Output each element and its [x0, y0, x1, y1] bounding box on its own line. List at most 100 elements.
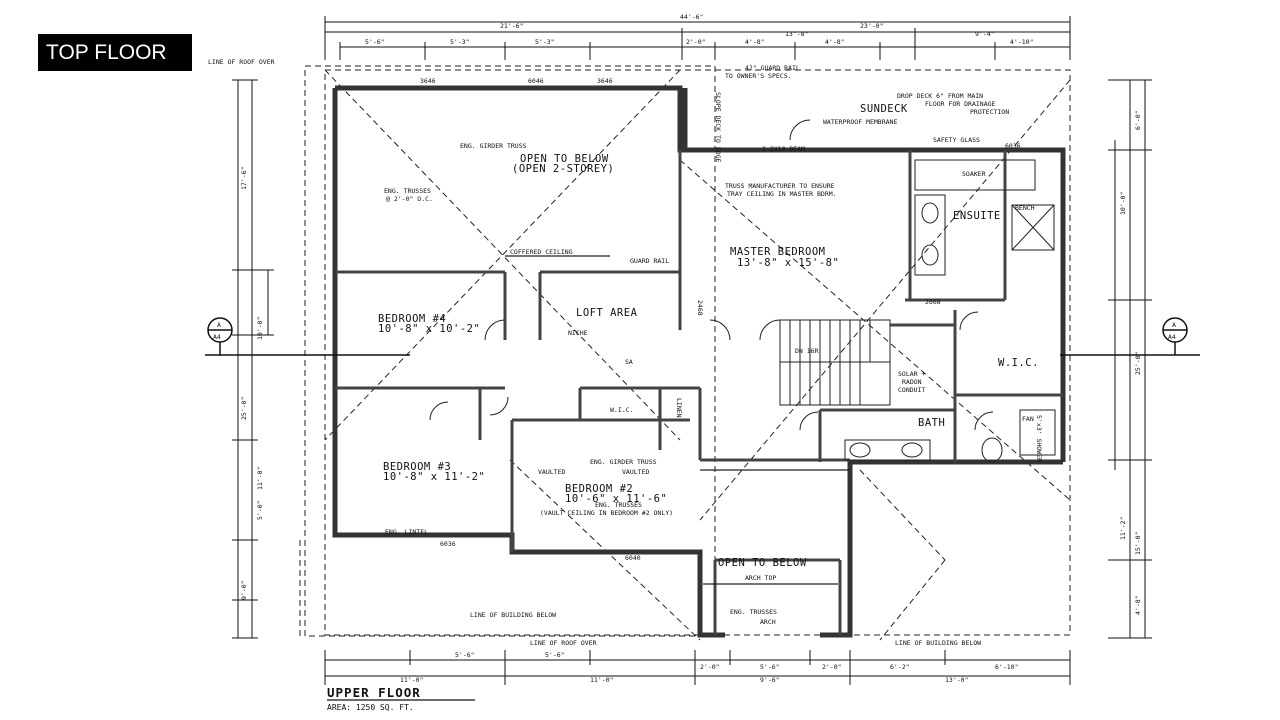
- dim-bottom-1: 5'-6": [545, 651, 565, 659]
- note-sa: SA: [625, 358, 633, 366]
- label-master-bedroom: MASTER BEDROOM: [730, 246, 826, 258]
- note-slope-deck: SLOPE DECK TO EDGE: [714, 92, 722, 163]
- plan-title: UPPER FLOOR: [327, 685, 421, 700]
- note-at-24-oc: @ 2'-0" O.C.: [386, 195, 433, 203]
- note-eng-lintel: ENG. LINTEL: [385, 528, 428, 536]
- label-bedroom4-size: 10'-8" x 10'-2": [378, 323, 480, 335]
- dim-right-0: 6'-0": [1134, 110, 1142, 130]
- dim-bottom-3: 5'-6": [760, 663, 780, 671]
- note-line-of-building-below-right: LINE OF BUILDING BELOW: [895, 639, 981, 647]
- dim-top-3: 2'-0": [686, 38, 706, 46]
- top-dimension-lines: [324, 16, 1071, 60]
- label-master-size: 13'-8" x 15'-8": [737, 257, 839, 269]
- dim-left-3: 11'-0": [256, 467, 264, 490]
- label-wic: W.I.C.: [998, 357, 1039, 369]
- note-arch-top: ARCH TOP: [745, 574, 776, 582]
- dim-right-3: 11'-2": [1119, 517, 1127, 540]
- label-bath: BATH: [918, 417, 945, 429]
- bath-fixtures: [844, 159, 1056, 463]
- section-markers: [205, 317, 1200, 356]
- dim-right-4: 15'-0": [1134, 532, 1142, 555]
- window-tag-5: 2668: [925, 298, 941, 306]
- left-dimension-lines: [232, 79, 274, 639]
- dim-right-span: 23'-0": [860, 22, 883, 30]
- note-niche: NICHE: [568, 329, 588, 337]
- dim-left-span: 21'-6": [500, 22, 523, 30]
- dim-right-1: 10'-0": [1119, 192, 1127, 215]
- note-shower: 5'x3' SHOWER: [1035, 415, 1043, 462]
- dim-top-6: 13'-8": [785, 30, 808, 38]
- dim-bottom-total-3: 13'-0": [945, 676, 968, 684]
- note-beam: 2-2X10 BEAM: [762, 145, 805, 153]
- label-open-to-below-top: OPEN TO BELOW: [520, 153, 609, 165]
- right-dimension-lines: [1108, 79, 1152, 639]
- note-eng-girder-truss: ENG. GIRDER TRUSS: [460, 142, 527, 150]
- dim-bottom-total-1: 11'-0": [590, 676, 613, 684]
- label-conduit: CONDUIT: [898, 386, 925, 394]
- dim-overall: 44'-6": [680, 13, 703, 21]
- dim-bottom-6: 6'-10": [995, 663, 1018, 671]
- dim-bottom-4: 2'-0": [822, 663, 842, 671]
- note-fan: FAN: [1022, 415, 1034, 423]
- section-marker-right-top: A: [1172, 321, 1176, 329]
- note-line-of-roof-over-bottom: LINE OF ROOF OVER: [530, 639, 597, 647]
- dim-top-0: 5'-6": [365, 38, 385, 46]
- note-eng-trusses-bedroom2: ENG. TRUSSES: [595, 501, 642, 509]
- dim-right-2: 25'-0": [1134, 352, 1142, 375]
- label-sundeck: SUNDECK: [860, 103, 908, 115]
- label-bedroom2: BEDROOM #2: [565, 483, 633, 495]
- note-bench: BENCH: [1015, 204, 1035, 212]
- guard-rails: [505, 255, 850, 585]
- note-line-of-building-below: LINE OF BUILDING BELOW: [470, 611, 556, 619]
- section-marker-left-bottom: A4: [213, 333, 221, 341]
- note-arch: ARCH: [760, 618, 776, 626]
- note-guard-rail-loft: GUARD RAIL: [630, 257, 669, 265]
- note-guard-rail-2: TO OWNER'S SPECS.: [725, 72, 792, 80]
- label-bedroom4: BEDROOM #4: [378, 313, 446, 325]
- staircase: [779, 319, 891, 406]
- window-tag-7: 6036: [440, 540, 456, 548]
- dim-left-5: 5'-0": [256, 500, 264, 520]
- note-down: DN 16R: [795, 347, 819, 355]
- note-soaker: SOAKER: [962, 170, 986, 178]
- note-eng-girder-bedroom2: ENG. GIRDER TRUSS: [590, 458, 657, 466]
- label-ensuite: ENSUITE: [953, 210, 1001, 222]
- dim-top-2: 5'-3": [535, 38, 555, 46]
- plan-area: AREA: 1250 SQ. FT.: [327, 703, 414, 712]
- note-line-of-roof-over-top: LINE OF ROOF OVER: [208, 58, 275, 66]
- door-swings: [429, 119, 994, 431]
- note-drop-deck: DROP DECK 6" FROM MAIN: [897, 92, 983, 100]
- note-vaulted-1: VAULTED: [538, 468, 565, 476]
- label-bedroom2-size: 10'-6" x 11'-6": [565, 493, 667, 505]
- label-linen: LINEN: [675, 398, 683, 418]
- section-marker-left-top: A: [217, 321, 221, 329]
- dim-left-2: 25'-0": [240, 397, 248, 420]
- window-tag-4: 6036: [1005, 142, 1021, 150]
- dim-bottom-total-2: 9'-6": [760, 676, 780, 684]
- dim-top-4: 4'-8": [745, 38, 765, 46]
- window-tag-6: 6040: [625, 554, 641, 562]
- dim-top-7: 9'-4": [975, 30, 995, 38]
- note-drop-deck-3: PROTECTION: [970, 108, 1009, 116]
- note-tray-ceiling: TRAY CEILING IN MASTER BDRM.: [727, 190, 837, 198]
- note-truss-mfr: TRUSS MANUFACTURER TO ENSURE: [725, 182, 835, 190]
- window-tag-0: 3646: [420, 77, 436, 85]
- note-eng-trusses-bottom: ENG. TRUSSES: [730, 608, 777, 616]
- dim-left-4: 9'-0": [240, 580, 248, 600]
- dim-left-0: 17'-6": [240, 167, 248, 190]
- label-radon: RADON: [902, 378, 922, 386]
- dim-bottom-5: 6'-2": [890, 663, 910, 671]
- dim-top-8: 4'-10": [1010, 38, 1033, 46]
- label-open-2-storey: (OPEN 2-STOREY): [512, 163, 614, 175]
- dim-bottom-0: 5'-6": [455, 651, 475, 659]
- label-open-to-below-bottom: OPEN TO BELOW: [718, 557, 807, 569]
- note-coffered: COFFERED CEILING: [510, 248, 573, 256]
- bottom-dimension-lines: [324, 650, 1071, 685]
- dim-bottom-2: 2'-0": [700, 663, 720, 671]
- slide-title-label: TOP FLOOR: [38, 34, 192, 71]
- window-tag-1: 6046: [528, 77, 544, 85]
- note-vault: (VAULT CEILING IN BEDROOM #2 ONLY): [540, 509, 673, 517]
- label-loft-area: LOFT AREA: [576, 307, 638, 319]
- note-safety-glass: SAFETY GLASS: [933, 136, 980, 144]
